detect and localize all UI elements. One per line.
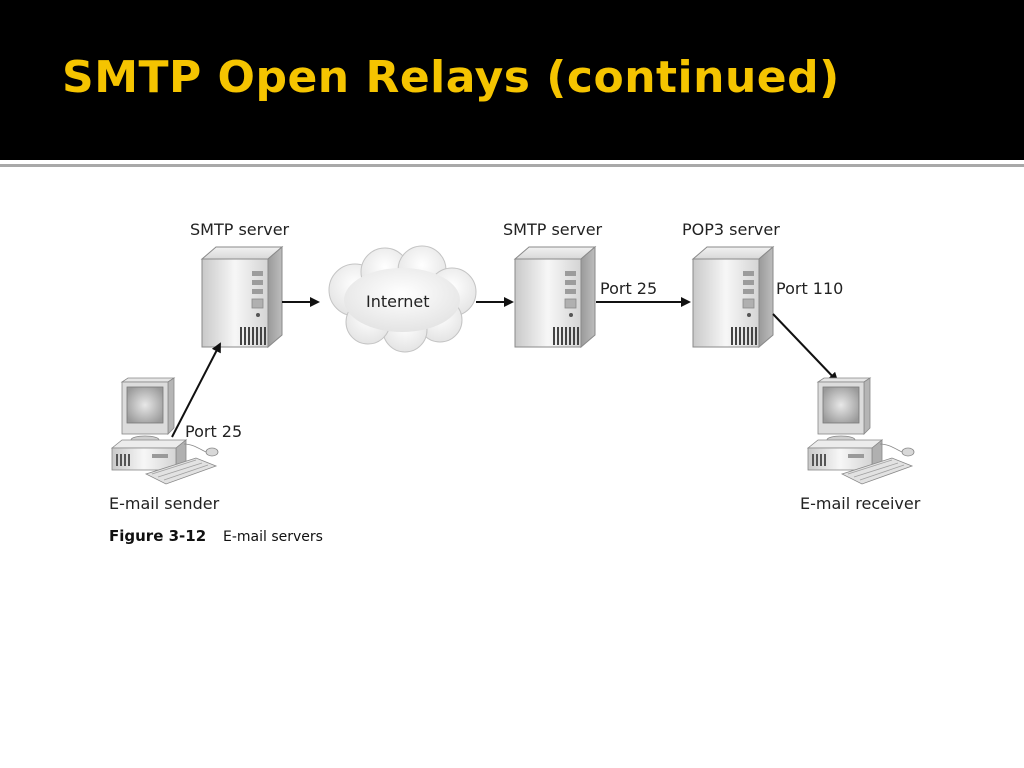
- header-rule: [0, 160, 1024, 164]
- relay-port-label: Port 25: [600, 279, 657, 298]
- figure-caption: E-mail servers: [223, 529, 323, 545]
- email-receiver-computer-icon: [807, 377, 915, 485]
- smtp-server-1-label: SMTP server: [190, 220, 290, 239]
- pop3-server-icon: [692, 246, 774, 348]
- arrow-pop3-to-receiver: [772, 313, 839, 383]
- email-receiver-label: E-mail receiver: [800, 494, 921, 513]
- smtp-server-1-icon: [201, 246, 283, 348]
- header-rule-shadow: [0, 164, 1024, 167]
- pop3-port-label: Port 110: [776, 279, 843, 298]
- pop3-server-label: POP3 server: [682, 220, 780, 239]
- internet-cloud-icon: [328, 245, 477, 353]
- smtp-server-2-label: SMTP server: [503, 220, 603, 239]
- smtp-server-2-icon: [514, 246, 596, 348]
- arrow-sender-to-smtp1: [171, 342, 221, 438]
- email-sender-label: E-mail sender: [109, 494, 220, 513]
- internet-label: Internet: [366, 292, 430, 311]
- title-bar: SMTP Open Relays (continued): [0, 0, 1024, 160]
- sender-port-label: Port 25: [185, 422, 242, 441]
- slide-title: SMTP Open Relays (continued): [62, 52, 840, 103]
- figure-number: Figure 3-12: [109, 527, 206, 545]
